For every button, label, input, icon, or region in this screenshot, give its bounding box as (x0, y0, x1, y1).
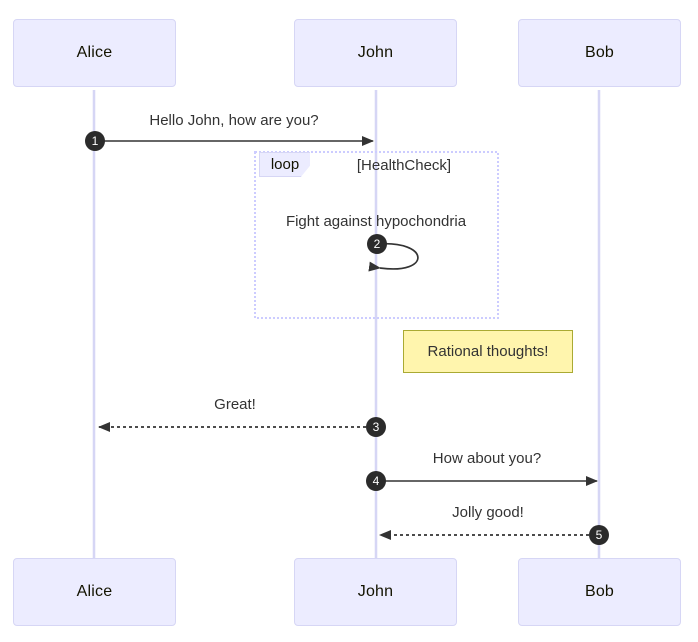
message-arrow-2-self-loop (368, 242, 419, 272)
message-label-4: How about you? (432, 450, 542, 467)
message-label-2: Fight against hypochondria (285, 213, 467, 230)
loop-frame (254, 151, 499, 319)
actor-box-top-bob[interactable]: Bob (518, 19, 681, 87)
actor-label-bob-bottom: Bob (584, 583, 615, 600)
loop-keyword-label: loop (270, 156, 300, 173)
actor-box-top-john[interactable]: John (294, 19, 457, 87)
sequence-badge-3: 3 (366, 417, 386, 437)
loop-keyword-tag: loop (259, 152, 310, 177)
actor-label-bob-top: Bob (584, 44, 615, 61)
sequence-badge-2: 2 (367, 234, 387, 254)
actor-box-bottom-bob[interactable]: Bob (518, 558, 681, 626)
sequence-badge-1: 1 (85, 131, 105, 151)
actor-box-bottom-john[interactable]: John (294, 558, 457, 626)
message-label-1: Hello John, how are you? (149, 112, 319, 129)
actor-label-john-bottom: John (357, 583, 394, 600)
sequence-badge-4: 4 (366, 471, 386, 491)
actor-label-alice-bottom: Alice (76, 583, 113, 600)
note-rational-thoughts[interactable]: Rational thoughts! (403, 330, 573, 373)
actor-label-alice-top: Alice (76, 44, 113, 61)
message-label-5: Jolly good! (452, 504, 524, 521)
sequence-badge-5: 5 (589, 525, 609, 545)
actor-label-john-top: John (357, 44, 394, 61)
message-label-3: Great! (214, 396, 256, 413)
loop-condition-label: [HealthCheck] (356, 157, 452, 174)
note-text: Rational thoughts! (427, 343, 549, 360)
actor-box-top-alice[interactable]: Alice (13, 19, 176, 87)
actor-box-bottom-alice[interactable]: Alice (13, 558, 176, 626)
